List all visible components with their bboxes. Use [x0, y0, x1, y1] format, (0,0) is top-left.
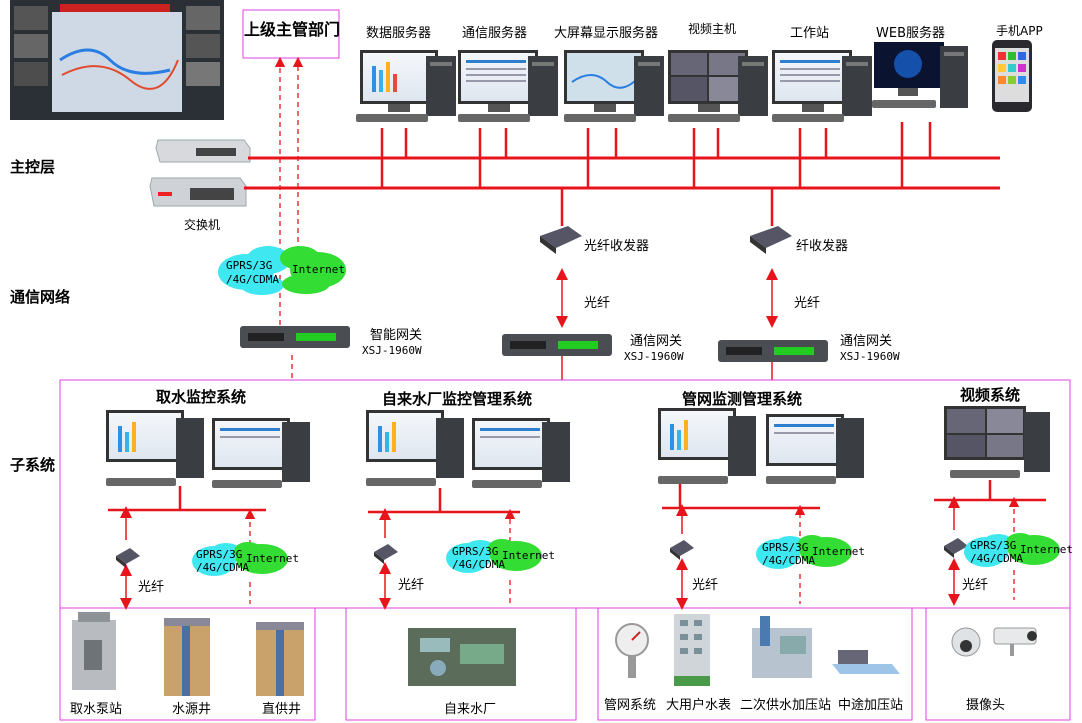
cloud-text-internet: Internet	[292, 263, 345, 276]
bus-drops	[380, 122, 932, 226]
small-transceiver-icons	[116, 538, 968, 568]
switch-label: 交换机	[184, 218, 221, 232]
subsystem-title: 取水监控系统	[156, 388, 247, 406]
booster-pump-icon	[752, 616, 812, 678]
site-box-1	[59, 607, 316, 721]
fiber-label: 光纤	[692, 578, 719, 593]
server-label: 手机APP	[996, 24, 1043, 38]
fiber-label: 光纤	[794, 296, 821, 311]
direct-well-icon	[256, 622, 304, 696]
site-label: 中途加压站	[838, 698, 904, 713]
converter-label: 纤收发器	[796, 239, 849, 254]
gateway-label: 通信网关	[840, 334, 893, 349]
small-cloud-icons	[192, 533, 1060, 576]
cloud-text-internet: Internet	[246, 552, 299, 565]
fiber-label: 光纤	[962, 578, 989, 593]
water-well-icon	[164, 618, 210, 696]
fiber-label: 光纤	[138, 580, 165, 595]
site-box-3	[597, 607, 913, 721]
switch-icon	[149, 139, 251, 207]
building-icon	[674, 614, 710, 686]
subsystem-title: 自来水厂监控管理系统	[382, 390, 533, 408]
site-box-4	[925, 607, 1071, 721]
site-label: 管网系统	[604, 698, 657, 713]
superior-box	[242, 9, 340, 59]
cloud-text-internet: Internet	[1020, 543, 1073, 556]
subsystem-title: 管网监测管理系统	[682, 390, 803, 408]
subsystem-title: 视频系统	[960, 386, 1021, 404]
subsystem-computers	[106, 406, 1050, 488]
site-label: 取水泵站	[70, 702, 123, 717]
server-label: 工作站	[790, 26, 830, 41]
cloud-text: GPRS/3G /4G/CDMA	[226, 259, 279, 286]
subsystem-links	[120, 496, 1020, 610]
video-wall-image	[10, 0, 224, 120]
converter-label: 光纤收发器	[584, 239, 650, 254]
fiber-label: 光纤	[584, 296, 611, 311]
superior-dept-label: 上级主管部门	[244, 20, 341, 39]
layer-label-network: 通信网络	[10, 288, 71, 306]
fiber-label: 光纤	[398, 578, 425, 593]
site-box-2	[345, 607, 577, 721]
gateway-model: XSJ-1960W	[624, 350, 684, 363]
pressure-gauge-icon	[615, 623, 649, 678]
gateway-devices	[240, 326, 828, 362]
layer-label-subsystem: 子系统	[10, 456, 56, 474]
site-label: 自来水厂	[444, 702, 497, 717]
gateway-model: XSJ-1960W	[840, 350, 900, 363]
server-label: 视频主机	[688, 22, 737, 36]
layer-label-control: 主控层	[10, 158, 56, 176]
pump-station-icon	[72, 612, 116, 690]
site-label: 摄像头	[966, 698, 1006, 713]
water-plant-image	[408, 628, 516, 686]
site-label: 大用户水表	[666, 698, 732, 713]
cloud-text-internet: Internet	[502, 549, 555, 562]
gateway-model: XSJ-1960W	[362, 344, 422, 357]
gateway-label: 通信网关	[630, 334, 683, 349]
gateway-label: 智能网关	[370, 328, 423, 343]
site-label: 水源井	[172, 702, 212, 717]
fiber-transceiver-icon	[540, 226, 792, 254]
cloud-text-internet: Internet	[812, 545, 865, 558]
booster-station-icon	[832, 650, 900, 674]
cloud-text: GPRS/3G /4G/CDMA	[452, 545, 505, 571]
camera-icon	[951, 627, 1037, 657]
server-label: 通信服务器	[462, 26, 528, 41]
server-label: WEB服务器	[876, 26, 945, 41]
cloud-text: GPRS/3G /4G/CDMA	[762, 541, 815, 567]
site-pictures	[72, 612, 1037, 696]
server-label: 数据服务器	[366, 26, 432, 41]
cloud-text: GPRS/3G /4G/CDMA	[196, 548, 249, 574]
site-label: 直供井	[262, 702, 302, 717]
cloud-text: GPRS/3G /4G/CDMA	[970, 539, 1023, 565]
server-computers	[356, 40, 1032, 122]
phone-icon	[992, 40, 1032, 112]
site-label: 二次供水加压站	[740, 698, 832, 713]
server-label: 大屏幕显示服务器	[554, 26, 659, 41]
cloud-icon	[218, 246, 346, 295]
